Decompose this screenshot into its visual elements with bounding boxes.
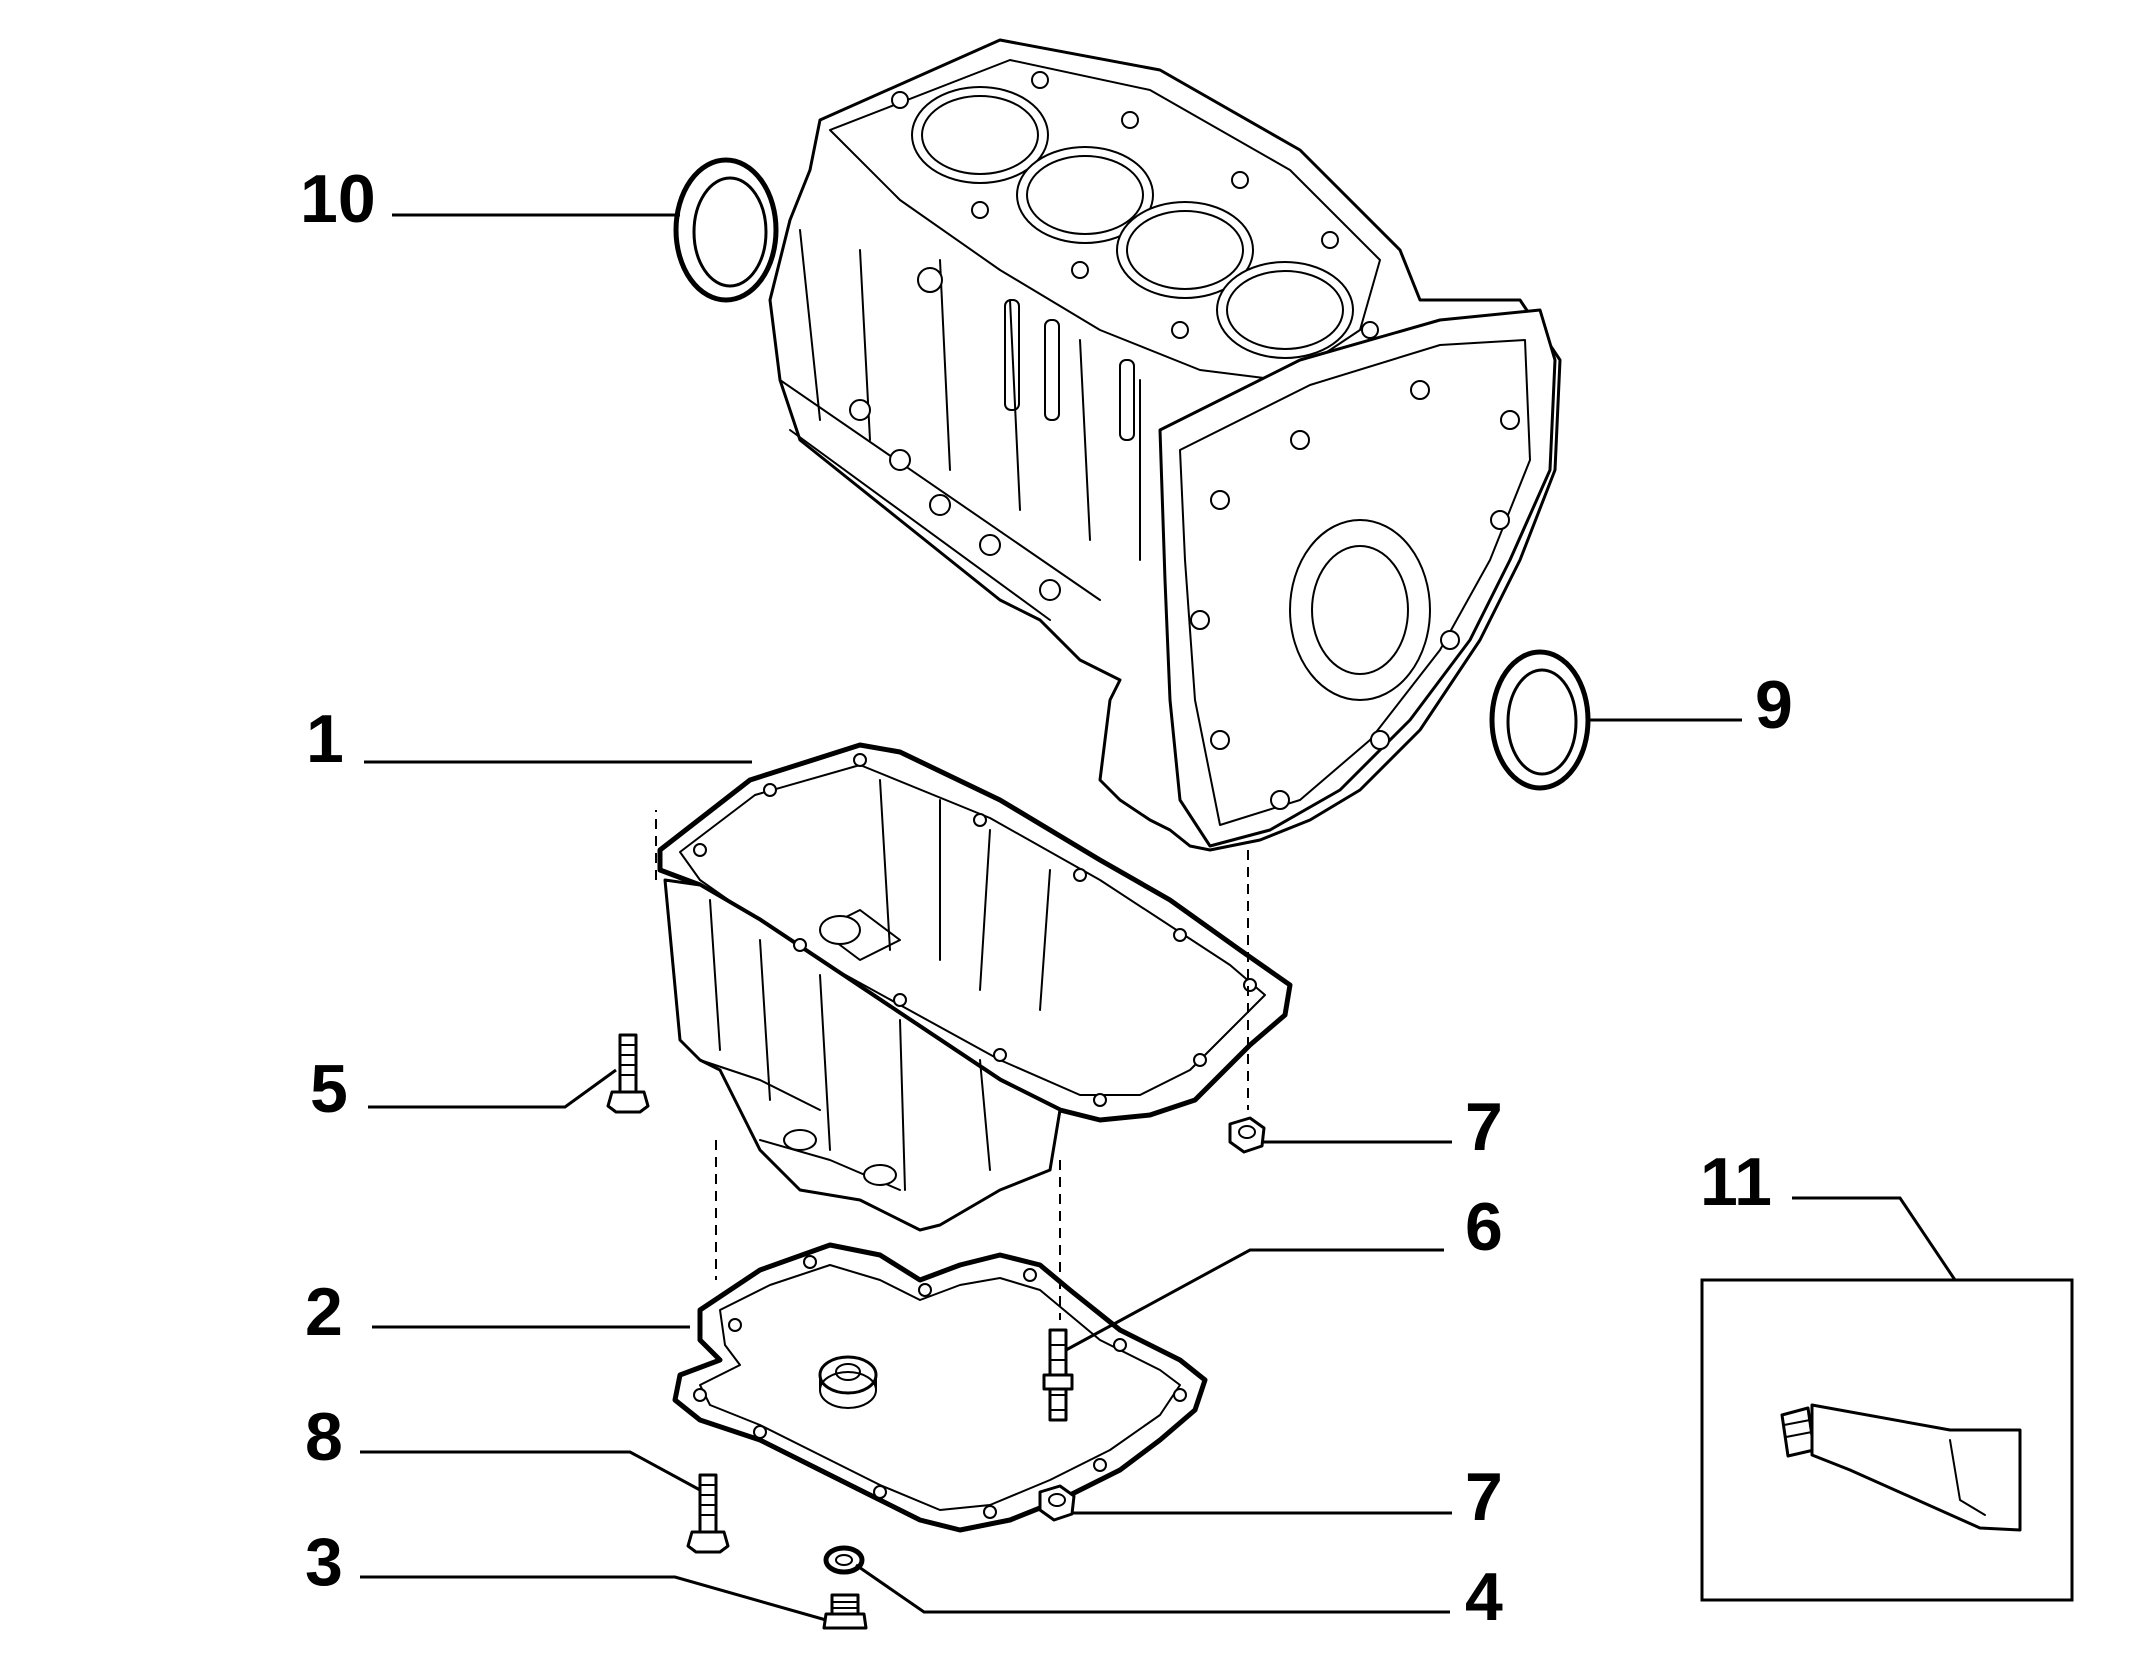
callout-2: 2 xyxy=(305,1274,343,1350)
callout-1: 1 xyxy=(306,701,344,777)
assembly-lines xyxy=(655,810,1249,1320)
nut-7-lower xyxy=(1038,1484,1076,1522)
front-oil-seal xyxy=(673,157,779,303)
callout-11: 11 xyxy=(1700,1144,1772,1220)
cylinder-bore-3 xyxy=(1116,201,1254,299)
callout-numbers: 10 9 1 5 7 6 11 2 8 7 4 3 xyxy=(300,161,1793,1635)
sealant-kit xyxy=(1700,1278,2074,1602)
cylinder-bore-4 xyxy=(1216,261,1354,359)
drain-plug xyxy=(822,1593,868,1630)
cylinder-bore-1 xyxy=(911,86,1049,184)
sealing-washer xyxy=(823,1545,865,1575)
callout-7-lower: 7 xyxy=(1465,1459,1503,1535)
oil-sump xyxy=(657,742,1293,1232)
callout-3: 3 xyxy=(305,1524,343,1600)
callout-7-upper: 7 xyxy=(1465,1089,1503,1165)
leader-11 xyxy=(1792,1196,1957,1281)
leader-5 xyxy=(368,1068,617,1109)
callout-4: 4 xyxy=(1465,1559,1503,1635)
sealant-tube-icon xyxy=(1780,1403,2022,1532)
leader-3 xyxy=(360,1575,827,1622)
callout-5: 5 xyxy=(310,1051,348,1127)
leader-6 xyxy=(1065,1248,1444,1352)
leader-8 xyxy=(360,1450,701,1492)
engine-block xyxy=(768,38,1562,852)
rear-oil-seal xyxy=(1489,649,1591,791)
leader-4 xyxy=(855,1563,1450,1614)
callout-10: 10 xyxy=(300,161,376,237)
stud-bolt xyxy=(1042,1328,1074,1422)
leader-lines xyxy=(360,213,1957,1622)
callout-6: 6 xyxy=(1465,1189,1503,1265)
cylinder-bore-2 xyxy=(1016,146,1154,244)
lower-oil-pan xyxy=(672,1242,1208,1533)
bolt-8 xyxy=(686,1473,730,1554)
bolt-5 xyxy=(606,1033,650,1114)
callout-8: 8 xyxy=(305,1399,343,1475)
nut-7-upper xyxy=(1228,1116,1266,1154)
callout-9: 9 xyxy=(1755,667,1793,743)
